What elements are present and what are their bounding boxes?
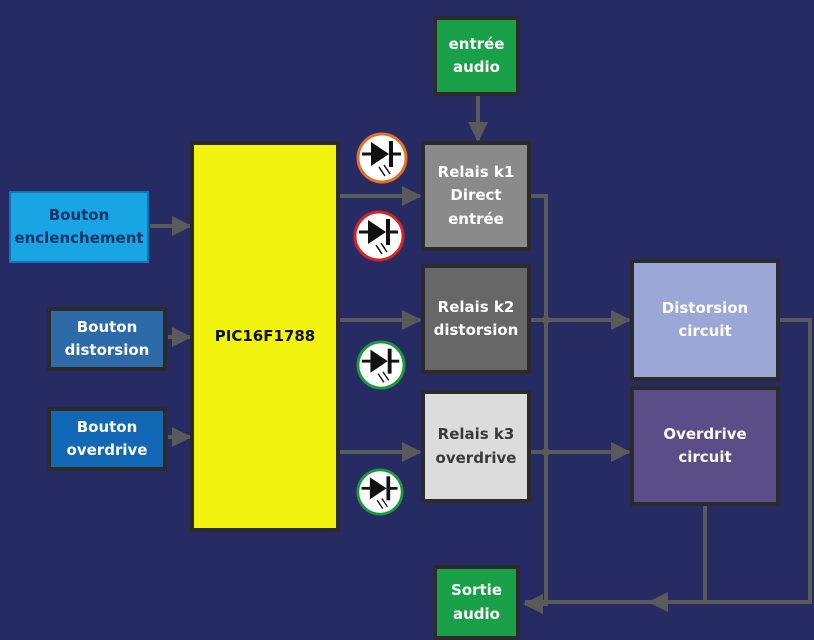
button-distorsion-label: Bouton distorsion: [64, 317, 150, 359]
overdrive-circuit-block: Overdrive circuit: [630, 386, 780, 506]
relay-k3-block: Relais k3 overdrive: [421, 390, 531, 503]
overdrive-circuit-label: Overdrive circuit: [663, 424, 747, 466]
relay-k2-block: Relais k2 distorsion: [421, 264, 531, 374]
wire-distortion-out: [648, 318, 812, 612]
audio-input-label: entrée audio: [448, 34, 505, 76]
button-enclenchement-block: Bouton enclenchement: [9, 191, 149, 263]
audio-input-block: entrée audio: [433, 16, 520, 96]
pic-label: PIC16F1788: [214, 326, 316, 345]
relay-k1-label: Relais k1 Direct entrée: [437, 163, 515, 228]
relay-k1-block: Relais k1 Direct entrée: [421, 141, 531, 251]
audio-output-block: Sortie audio: [433, 565, 520, 640]
relay-k3-label: Relais k3 overdrive: [435, 425, 517, 467]
distortion-circuit-label: Distorsion circuit: [661, 298, 749, 340]
led-red-icon: [353, 210, 405, 262]
distortion-circuit-block: Distorsion circuit: [630, 259, 780, 381]
led-green-icon: [356, 468, 404, 516]
audio-output-label: Sortie audio: [451, 581, 502, 623]
pic-microcontroller-block: PIC16F1788: [190, 141, 340, 532]
led-orange-icon: [356, 132, 408, 184]
led-green-icon: [356, 340, 406, 390]
button-overdrive-label: Bouton overdrive: [66, 417, 148, 459]
relay-k2-label: Relais k2 distorsion: [433, 297, 519, 339]
button-distorsion-block: Bouton distorsion: [47, 307, 167, 371]
button-overdrive-block: Bouton overdrive: [47, 407, 167, 471]
button-enclenchement-label: Bouton enclenchement: [14, 205, 144, 247]
